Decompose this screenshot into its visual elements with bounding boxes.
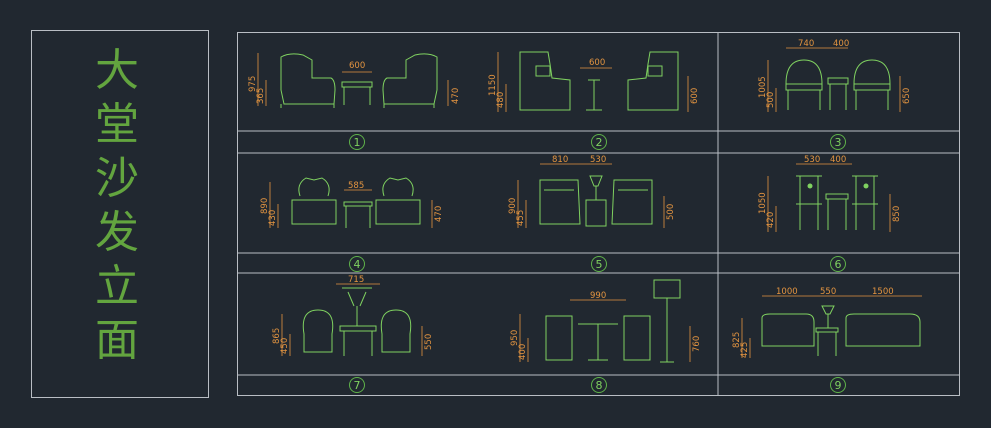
panel-3-furniture (785, 59, 891, 110)
title-char: 立 (95, 261, 139, 312)
panel-number: 5 (591, 256, 607, 272)
dimension-label: 365 (256, 88, 266, 104)
dimension-label: 600 (589, 58, 605, 68)
dimension-label: 455 (516, 210, 526, 226)
panel-7-dims (281, 283, 423, 356)
panel-3-dims (767, 47, 901, 112)
dimension-label: 1150 (488, 74, 498, 96)
dimension-label: 400 (833, 39, 849, 49)
dimension-label: 425 (740, 342, 750, 358)
title-char: 堂 (95, 99, 139, 150)
dimension-label: 810 (552, 155, 568, 165)
panel-number: 7 (349, 377, 365, 393)
dimension-label: 470 (451, 88, 461, 104)
panel-number: 2 (591, 134, 607, 150)
panel-6-knobs (807, 183, 869, 189)
title-char: 沙 (95, 153, 139, 204)
panel-number: 6 (830, 256, 846, 272)
dimension-label: 530 (804, 155, 820, 165)
dimension-label: 470 (434, 206, 444, 222)
panel-number: 4 (349, 256, 365, 272)
drawing-title: 大 堂 沙 发 立 面 (91, 44, 143, 368)
title-char: 大 (95, 45, 139, 96)
dimension-label: 400 (518, 344, 528, 360)
dimension-label: 825 (732, 332, 742, 348)
dimension-label: 975 (248, 76, 258, 92)
dimension-label: 990 (590, 291, 606, 301)
dimension-label: 600 (690, 88, 700, 104)
title-char: 面 (95, 315, 139, 366)
panel-6-furniture (796, 175, 878, 230)
panel-5-dims (517, 163, 665, 228)
dimension-label: 550 (820, 287, 836, 297)
panel-number: 1 (349, 134, 365, 150)
dimension-label: 650 (902, 88, 912, 104)
dimension-label: 715 (348, 275, 364, 285)
panel-number: 8 (591, 377, 607, 393)
dimension-label: 530 (590, 155, 606, 165)
dimension-label: 1000 (776, 287, 798, 297)
dimension-label: 450 (280, 338, 290, 354)
panel-9-dims (741, 295, 922, 358)
title-frame (31, 30, 209, 398)
panel-6-dims (767, 163, 891, 232)
panel-4-dims (269, 182, 433, 228)
grid-lines (237, 32, 960, 396)
dimension-label: 865 (272, 328, 282, 344)
dimension-label: 1050 (758, 192, 768, 214)
dimension-label: 900 (508, 198, 518, 214)
dimension-label: 550 (424, 334, 434, 350)
panel-2-dims (497, 52, 689, 112)
panel-8-dims (519, 299, 691, 362)
dimension-label: 480 (496, 92, 506, 108)
title-char: 发 (95, 207, 139, 258)
dimension-label: 740 (798, 39, 814, 49)
dimension-label: 500 (666, 204, 676, 220)
dimension-label: 1005 (758, 76, 768, 98)
dimension-label: 430 (268, 210, 278, 226)
dimension-label: 600 (349, 61, 365, 71)
dimension-label: 400 (830, 155, 846, 165)
panel-4-furniture (291, 177, 421, 228)
panel-7-furniture (302, 287, 412, 356)
dimension-label: 850 (892, 206, 902, 222)
dimension-label: 950 (510, 330, 520, 346)
panel-1-furniture (280, 53, 438, 108)
panel-number: 9 (830, 377, 846, 393)
dimension-label: 890 (260, 198, 270, 214)
panel-2-furniture (519, 51, 679, 111)
panel-1-dims (257, 53, 449, 106)
panel-5-furniture (539, 175, 653, 227)
dimension-label: 760 (692, 336, 702, 352)
panel-8-furniture (545, 279, 681, 363)
panel-number: 3 (830, 134, 846, 150)
dimension-label: 500 (766, 92, 776, 108)
elevation-grid (237, 32, 960, 396)
dimension-label: 420 (766, 212, 776, 228)
dimension-label: 585 (348, 181, 364, 191)
dimension-label: 1500 (872, 287, 894, 297)
panel-9-furniture (761, 305, 921, 356)
